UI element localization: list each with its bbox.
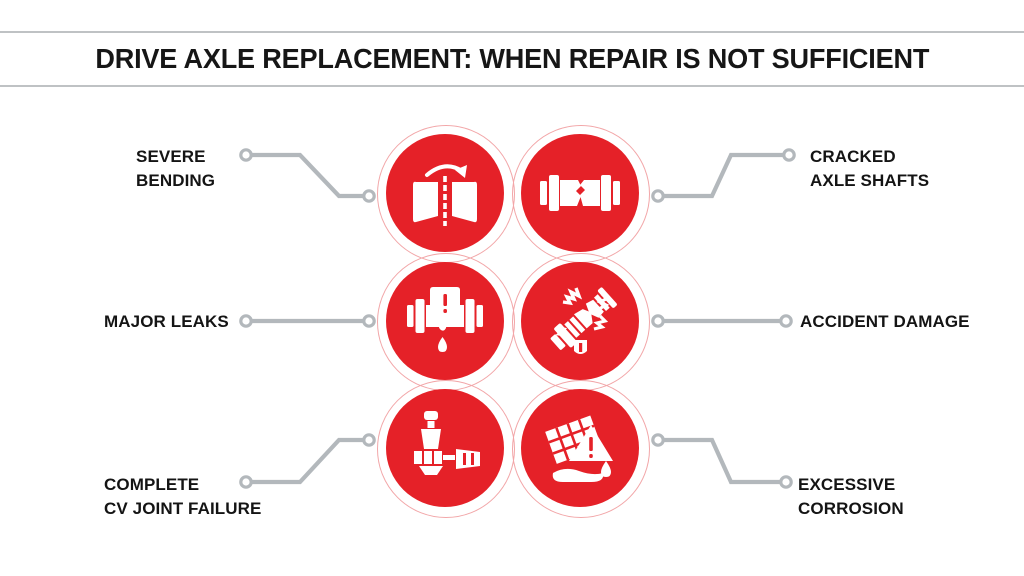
- connector-endpoint-disc: [651, 314, 665, 328]
- icon-disc-severe-bending[interactable]: [377, 125, 515, 263]
- connector-endpoint-disc: [362, 433, 376, 447]
- icon-disc-accident-damage[interactable]: [512, 253, 650, 391]
- page-title: DRIVE AXLE REPLACEMENT: WHEN REPAIR IS N…: [95, 43, 929, 74]
- connector-severe-bending: [239, 148, 376, 203]
- connector-endpoint-disc: [362, 189, 376, 203]
- icon-disc-major-leaks[interactable]: [377, 253, 515, 391]
- connector-endpoint-label: [239, 314, 253, 328]
- cv-joint-icon: [414, 411, 480, 475]
- connector-endpoint-label: [239, 148, 253, 162]
- connector-endpoint-disc: [651, 189, 665, 203]
- leaking-axle-icon: [407, 287, 483, 352]
- label-cracked-axle-shafts: CRACKED AXLE SHAFTS: [810, 147, 930, 191]
- label-excessive-corrosion: EXCESSIVE CORROSION: [798, 475, 904, 519]
- connector-endpoint-label: [779, 314, 793, 328]
- connector-accident-damage: [651, 314, 793, 328]
- icon-disc-complete-cv-joint-failure[interactable]: [377, 380, 515, 518]
- connector-endpoint-label: [779, 475, 793, 489]
- corrosion-icon: [545, 415, 613, 482]
- header-bar: DRIVE AXLE REPLACEMENT: WHEN REPAIR IS N…: [0, 31, 1024, 87]
- icon-disc-excessive-corrosion[interactable]: [512, 380, 650, 518]
- label-complete-cv-joint-failure: COMPLETE CV JOINT FAILURE: [104, 475, 262, 519]
- connector-excessive-corrosion: [651, 433, 793, 489]
- connector-endpoint-disc: [362, 314, 376, 328]
- connector-cracked-axle-shafts: [651, 148, 796, 203]
- bent-axle-icon: [413, 164, 477, 226]
- label-severe-bending: SEVERE BENDING: [136, 147, 216, 191]
- label-major-leaks: MAJOR LEAKS: [104, 312, 229, 331]
- connector-endpoint-disc: [651, 433, 665, 447]
- shattered-axle-icon: [550, 287, 617, 354]
- connector-major-leaks: [239, 314, 376, 328]
- connector-endpoint-label: [782, 148, 796, 162]
- cracked-shaft-icon: [540, 175, 620, 211]
- label-accident-damage: ACCIDENT DAMAGE: [800, 312, 970, 331]
- icon-disc-cracked-axle-shafts[interactable]: [512, 125, 650, 263]
